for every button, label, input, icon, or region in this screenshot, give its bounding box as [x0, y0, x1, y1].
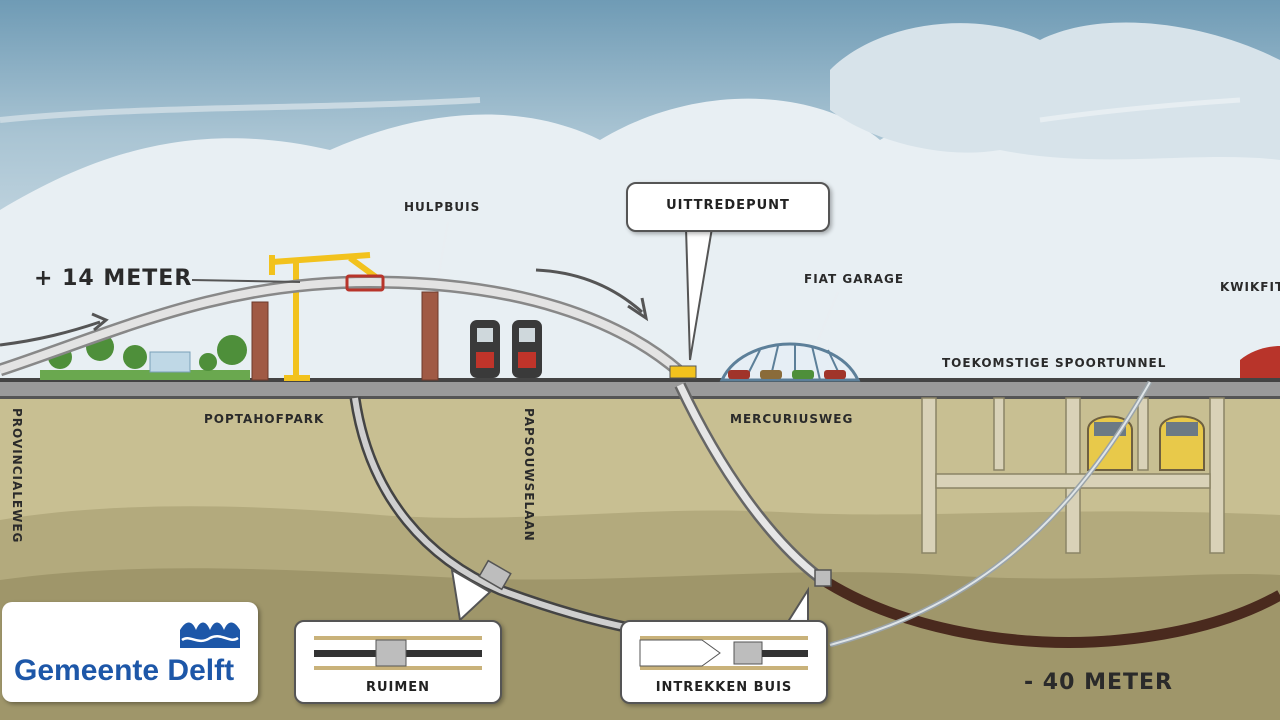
- mercuriusweg-label: MERCURIUSWEG: [730, 412, 854, 426]
- pipe-pull-in-illustration: [639, 636, 808, 670]
- new-pipeline-path: [817, 573, 1280, 648]
- gemeente-delft-logo: Gemeente Delft: [2, 602, 258, 702]
- cloud-band: [0, 98, 1280, 386]
- tree-icon: [217, 335, 247, 365]
- reaming-pipe-path-inner: [352, 397, 631, 631]
- brick-pillar: [421, 291, 439, 381]
- car-icon: [728, 370, 750, 379]
- pipe-coupling: [814, 569, 832, 587]
- pipe-pull-in-label: INTREKKEN BUIS: [655, 680, 793, 695]
- pipe-joint: [345, 274, 385, 292]
- auxiliary-bore-path-inner: [829, 381, 1151, 646]
- exit-point-label: UITTREDEPUNT: [666, 198, 790, 213]
- arrow-head: [91, 312, 109, 332]
- bottom-level-label: - 40 METER: [1024, 670, 1173, 695]
- park-grass: [40, 370, 250, 380]
- road-top-line: [0, 378, 1280, 382]
- pipe-pull-in-callout: INTREKKEN BUIS: [620, 620, 828, 704]
- tree-icon: [199, 353, 217, 371]
- arrow-head: [627, 297, 649, 322]
- fence: [149, 351, 191, 373]
- hulpbuis-pointer: [437, 221, 449, 279]
- papsouwselaan-label: PAPSOUWSELAAN: [522, 408, 536, 542]
- kwikfit-building: [1240, 346, 1280, 378]
- auxiliary-pipe-arch-inner: [0, 277, 683, 376]
- cloud-streak: [1039, 97, 1241, 123]
- fiat-garage-dome: [719, 342, 861, 382]
- logo-text: Gemeente Delft: [14, 654, 235, 687]
- reaming-callout: RUIMEN: [294, 620, 502, 704]
- level-pointer-line: [191, 279, 301, 283]
- kwikfit-label: KWIKFIT: [1220, 280, 1280, 294]
- top-level-label: + 14 METER: [34, 266, 193, 291]
- fiat-pointer: [817, 291, 839, 341]
- future-rail-tunnel-label: TOEKOMSTIGE SPOORTUNNEL: [942, 356, 1167, 370]
- delft-crown-icon: [180, 622, 240, 648]
- road-surface: [0, 380, 1280, 398]
- future-rail-tunnel-structure: [921, 397, 1225, 554]
- brick-pillar: [251, 301, 269, 381]
- provincialeweg-label: PROVINCIALEWEG: [10, 408, 24, 544]
- poptahofpark-label: POPTAHOFPARK: [204, 412, 325, 426]
- tunnel-train-icon: [1159, 415, 1205, 471]
- road-bottom-line: [0, 396, 1280, 399]
- car-icon: [760, 370, 782, 379]
- fiat-garage-ribs: [744, 344, 843, 381]
- fiat-garage-label: FIAT GARAGE: [804, 272, 905, 286]
- car-icon: [792, 370, 814, 379]
- reamer-head: [478, 559, 512, 591]
- exit-point-marker: [669, 365, 697, 379]
- tree-icon: [123, 345, 147, 369]
- hulpbuis-label: HULPBUIS: [404, 200, 481, 214]
- cloud-streak: [0, 97, 481, 123]
- exit-point-callout: UITTREDEPUNT: [626, 182, 830, 232]
- cloud-band-upper: [830, 22, 1280, 160]
- reaming-illustration: [314, 636, 482, 670]
- pull-in-pipe-path-inner: [676, 383, 823, 581]
- car-icon: [824, 370, 846, 379]
- train-icon: [512, 320, 542, 378]
- direction-arrow: [535, 268, 643, 314]
- train-icon: [470, 320, 500, 378]
- direction-arrow: [0, 320, 101, 347]
- callout-pointer: [450, 568, 492, 623]
- reaming-label: RUIMEN: [365, 680, 431, 695]
